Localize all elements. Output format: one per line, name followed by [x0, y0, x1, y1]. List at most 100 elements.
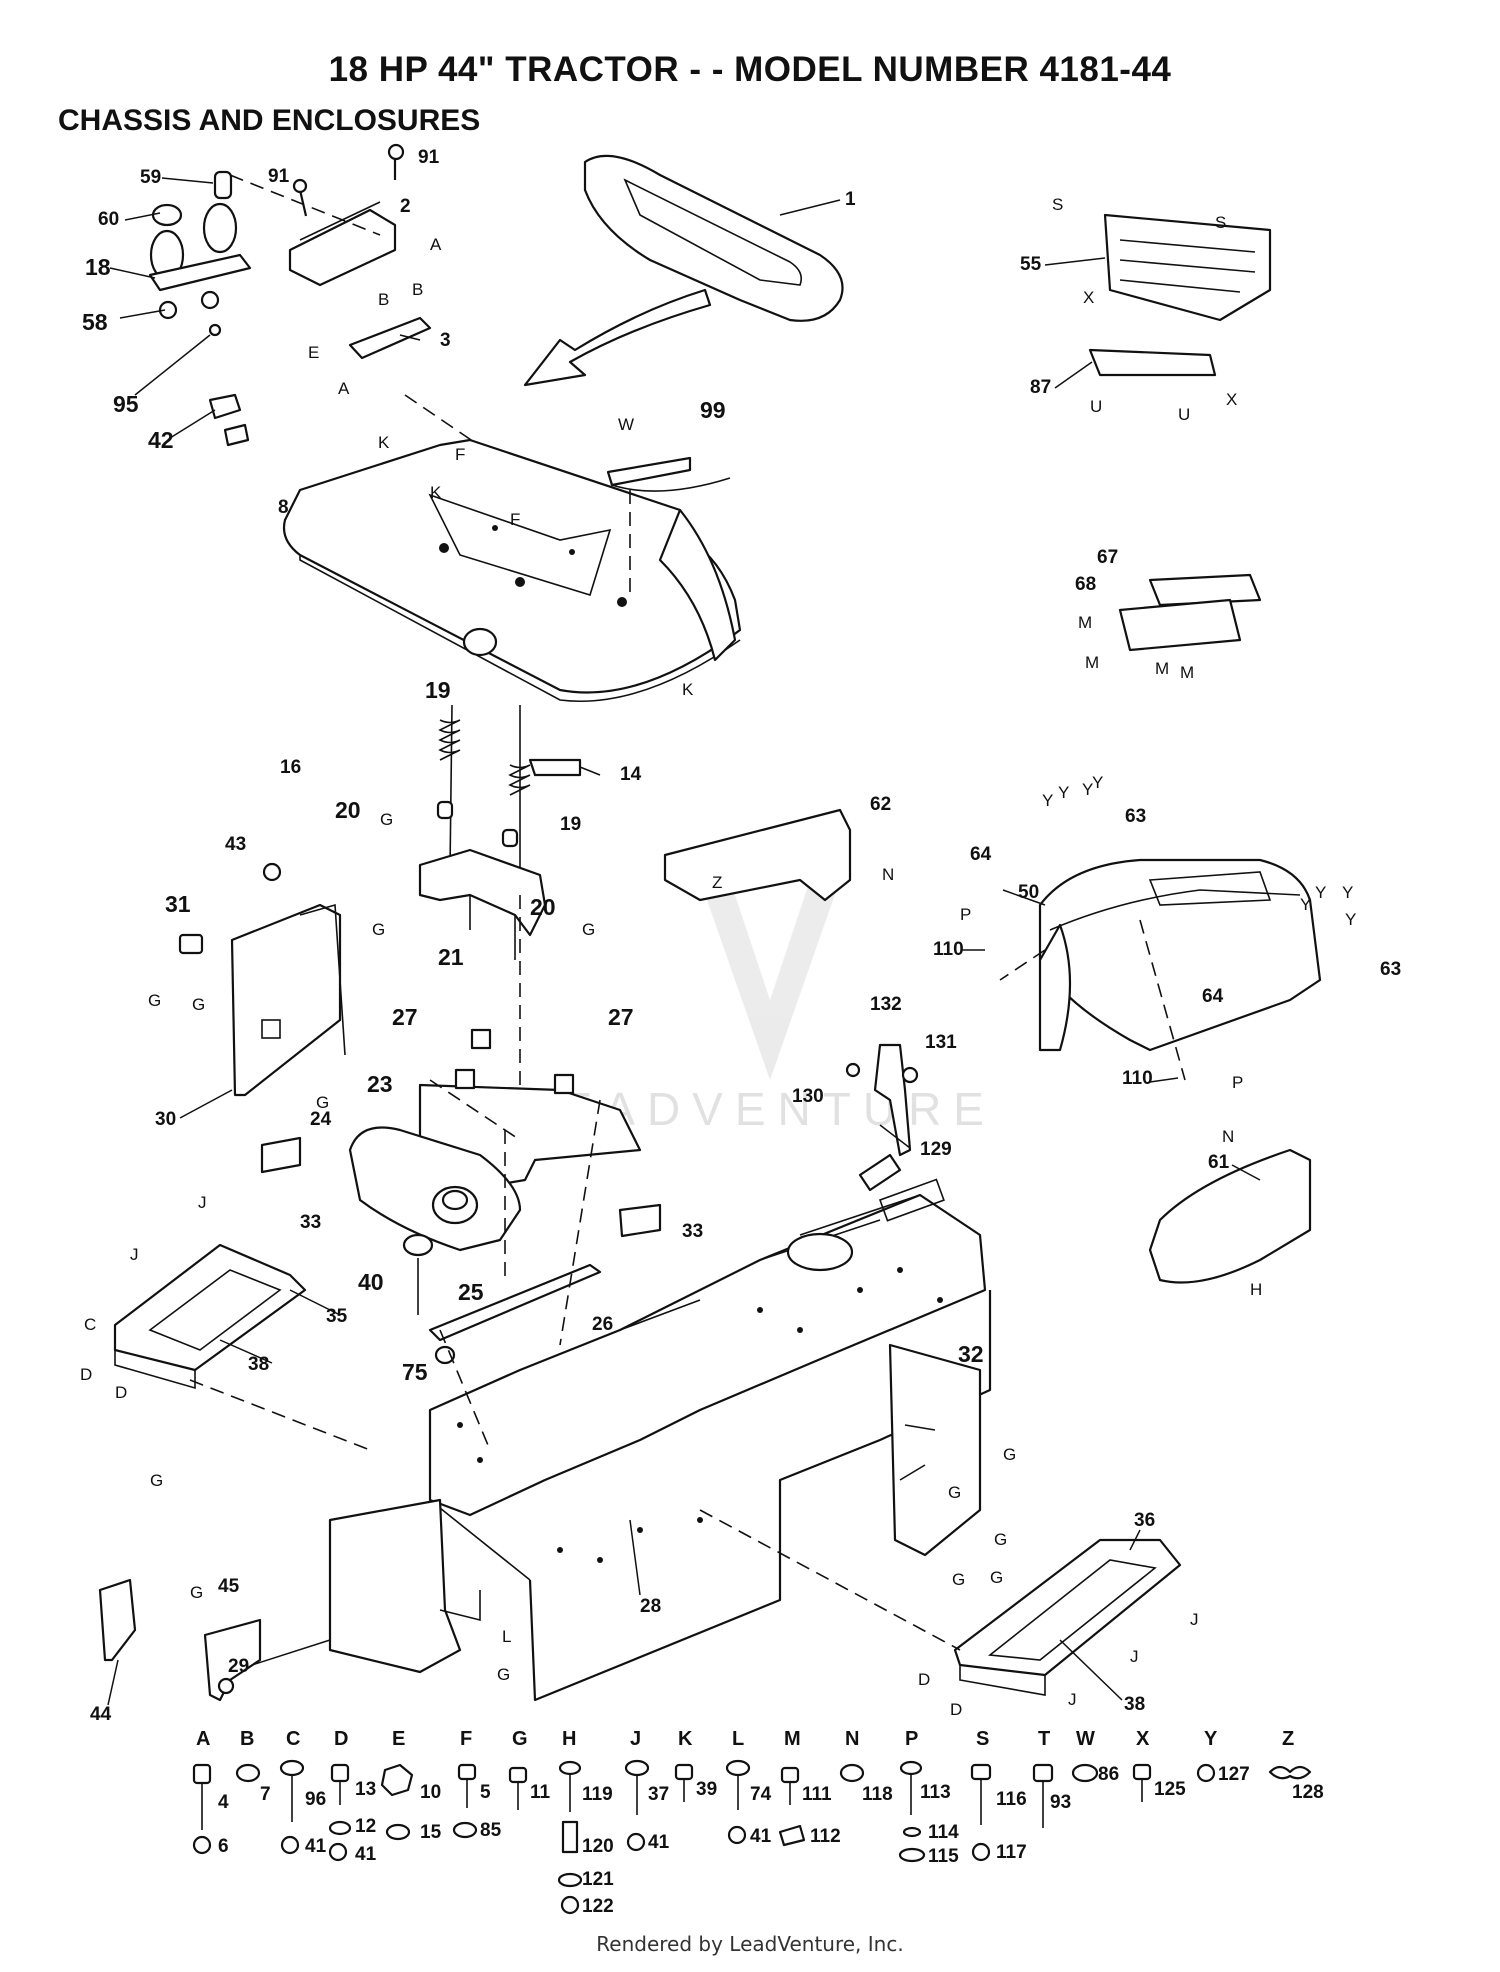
callout-33-left: 33 [300, 1212, 321, 1233]
svg-text:116: 116 [996, 1789, 1027, 1810]
tag-Z: Z [712, 873, 722, 892]
legend-H: H 119 120 121 122 [557, 1728, 614, 1917]
tag-G: G [497, 1665, 510, 1684]
tag-F: F [455, 445, 465, 464]
tag-K: K [430, 483, 442, 502]
tag-H: H [1250, 1280, 1262, 1299]
svg-text:12: 12 [355, 1816, 376, 1837]
tag-G: G [192, 995, 205, 1014]
svg-text:Y: Y [1204, 1728, 1218, 1750]
legend-X: X 125 [1132, 1728, 1186, 1802]
tag-A: A [338, 379, 350, 398]
tag-E: E [308, 343, 319, 362]
svg-text:117: 117 [996, 1842, 1027, 1863]
callout-18: 18 [85, 254, 111, 280]
callout-29: 29 [228, 1656, 249, 1677]
callout-8: 8 [278, 497, 289, 518]
tag-F: F [510, 510, 520, 529]
svg-text:114: 114 [928, 1822, 959, 1843]
part-pedal-assembly [262, 704, 582, 960]
callout-31: 31 [165, 891, 191, 917]
callout-59: 59 [140, 167, 161, 188]
svg-text:41: 41 [648, 1832, 670, 1853]
svg-text:J: J [630, 1728, 641, 1750]
part-rear-panel [328, 1498, 481, 1674]
tag-M: M [1078, 613, 1092, 632]
legend-G: G 11 [508, 1728, 551, 1810]
svg-text:15: 15 [420, 1822, 442, 1843]
legend-Z: Z 128 [1268, 1728, 1324, 1803]
callout-21: 21 [438, 944, 464, 970]
svg-text:H: H [562, 1728, 576, 1750]
legend-F: F 5 85 [452, 1728, 502, 1841]
tag-D: D [115, 1383, 127, 1402]
svg-text:111: 111 [802, 1784, 832, 1805]
tag-Y: Y [1082, 780, 1093, 799]
svg-text:G: G [512, 1728, 528, 1750]
page-title: 18 HP 44" TRACTOR - - MODEL NUMBER 4181-… [328, 50, 1172, 89]
callout-132: 132 [870, 994, 902, 1015]
tag-Y: Y [1300, 895, 1311, 914]
callout-55: 55 [1020, 254, 1042, 275]
callout-131: 131 [925, 1032, 957, 1053]
svg-text:120: 120 [582, 1836, 614, 1857]
svg-text:128: 128 [1292, 1782, 1324, 1803]
svg-text:115: 115 [928, 1846, 959, 1867]
svg-text:X: X [1136, 1728, 1150, 1750]
callout-64-upper: 64 [970, 844, 992, 865]
tag-G: G [372, 920, 385, 939]
tag-A: A [430, 235, 442, 254]
svg-text:125: 125 [1154, 1779, 1186, 1800]
tag-G: G [148, 991, 161, 1010]
tag-W: W [618, 415, 634, 434]
callout-32: 32 [958, 1341, 984, 1367]
callout-43: 43 [225, 834, 246, 855]
callout-26: 26 [592, 1314, 613, 1335]
callout-42: 42 [148, 427, 174, 453]
svg-text:96: 96 [305, 1789, 326, 1810]
svg-text:4: 4 [218, 1792, 229, 1813]
svg-text:7: 7 [260, 1784, 271, 1805]
part-main-frame [428, 1178, 992, 1702]
callout-110-lower: 110 [1122, 1068, 1153, 1089]
callout-27-upper: 27 [392, 1004, 418, 1030]
tag-B: B [412, 280, 423, 299]
callout-2: 2 [400, 196, 411, 217]
callout-130: 130 [792, 1086, 824, 1107]
tag-G: G [316, 1093, 329, 1112]
tag-G: G [990, 1568, 1003, 1587]
svg-text:S: S [976, 1728, 989, 1750]
callout-24: 24 [310, 1109, 332, 1130]
tag-G: G [190, 1583, 203, 1602]
part-brake-pedal [845, 1043, 919, 1192]
legend-P: P 113 114 115 [898, 1728, 959, 1867]
callout-28: 28 [640, 1596, 661, 1617]
svg-text:E: E [392, 1728, 405, 1750]
svg-text:41: 41 [355, 1844, 377, 1865]
callout-labels: 1 2 3 8 14 16 18 19 19 20 20 21 23 24 25… [82, 147, 1401, 1725]
tag-S: S [1052, 195, 1063, 214]
tag-X: X [1226, 390, 1237, 409]
legend-A: A 4 6 [192, 1728, 229, 1857]
callout-95: 95 [113, 391, 139, 417]
legend-E: E 10 15 [380, 1728, 442, 1843]
callout-14: 14 [620, 764, 642, 785]
part-hood [1038, 858, 1322, 1052]
tag-B: B [378, 290, 389, 309]
svg-text:N: N [845, 1728, 859, 1750]
tag-Y: Y [1042, 791, 1053, 810]
tag-M: M [1085, 653, 1099, 672]
tag-G: G [1003, 1445, 1016, 1464]
callout-30: 30 [155, 1109, 176, 1130]
callout-67: 67 [1097, 547, 1118, 568]
svg-text:K: K [678, 1728, 693, 1750]
callout-64-lower: 64 [1202, 986, 1224, 1007]
legend-N: N 118 [839, 1728, 893, 1805]
svg-text:93: 93 [1050, 1792, 1071, 1813]
part-side-panel [178, 903, 346, 1097]
svg-text:W: W [1076, 1728, 1095, 1750]
tag-Y: Y [1342, 883, 1353, 902]
tag-Y: Y [1345, 910, 1356, 929]
callout-60: 60 [98, 209, 119, 230]
